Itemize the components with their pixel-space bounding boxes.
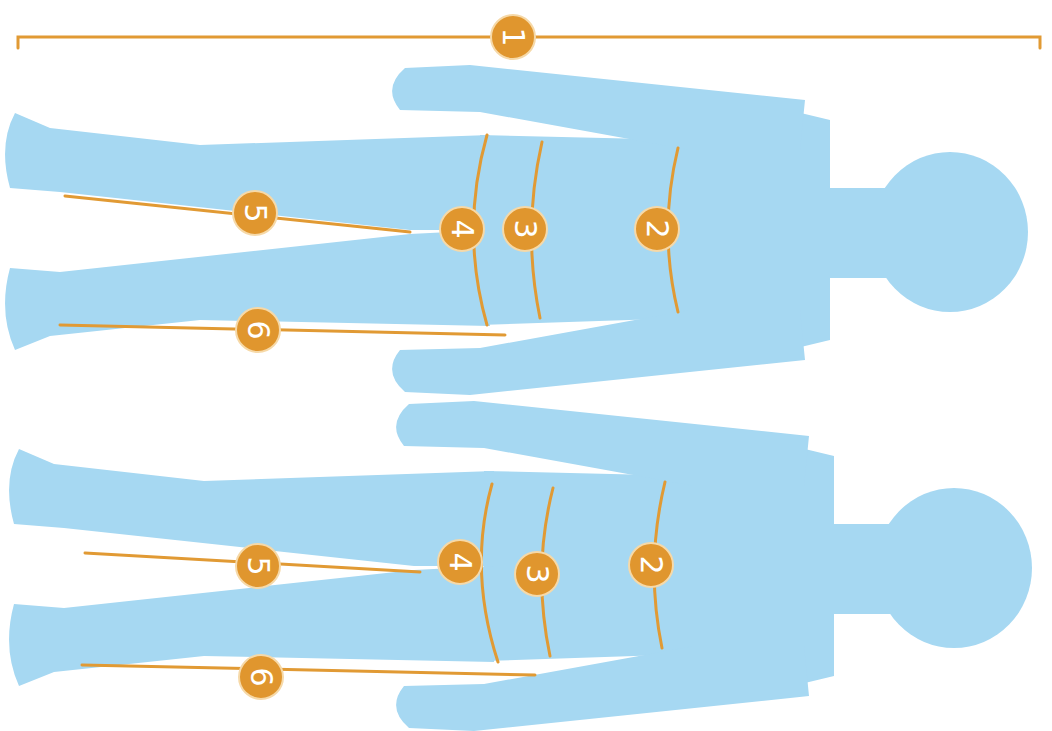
callout-circle: [635, 207, 679, 251]
callout-circle: [491, 15, 535, 59]
callout-circle: [440, 207, 484, 251]
callout-number: 5: [233, 191, 277, 235]
outseam-line: [82, 665, 535, 675]
callout-number: 5: [236, 544, 280, 588]
child-silhouette-front: [5, 65, 1028, 395]
callout-number: 3: [503, 207, 547, 251]
measurement-lines: [18, 37, 1040, 675]
callout-number: 2: [629, 543, 673, 587]
hip-line: [481, 484, 498, 662]
callout-circle: [515, 552, 559, 596]
callout-circle: [438, 540, 482, 584]
callout-number: 2: [635, 207, 679, 251]
callout-circles: [233, 15, 679, 699]
callout-number: 4: [440, 207, 484, 251]
callout-circle: [503, 207, 547, 251]
callout-circle: [239, 655, 283, 699]
callout-circle: [236, 308, 280, 352]
callout-number: 6: [239, 655, 283, 699]
child-silhouette-back: [9, 401, 1032, 731]
callout-circle: [233, 191, 277, 235]
callout-number: 6: [236, 308, 280, 352]
callout-circle: [629, 543, 673, 587]
callout-circle: [236, 544, 280, 588]
callout-number: 1: [491, 15, 535, 59]
callout-number: 3: [515, 552, 559, 596]
callout-number: 4: [438, 540, 482, 584]
outseam-line: [60, 325, 505, 335]
